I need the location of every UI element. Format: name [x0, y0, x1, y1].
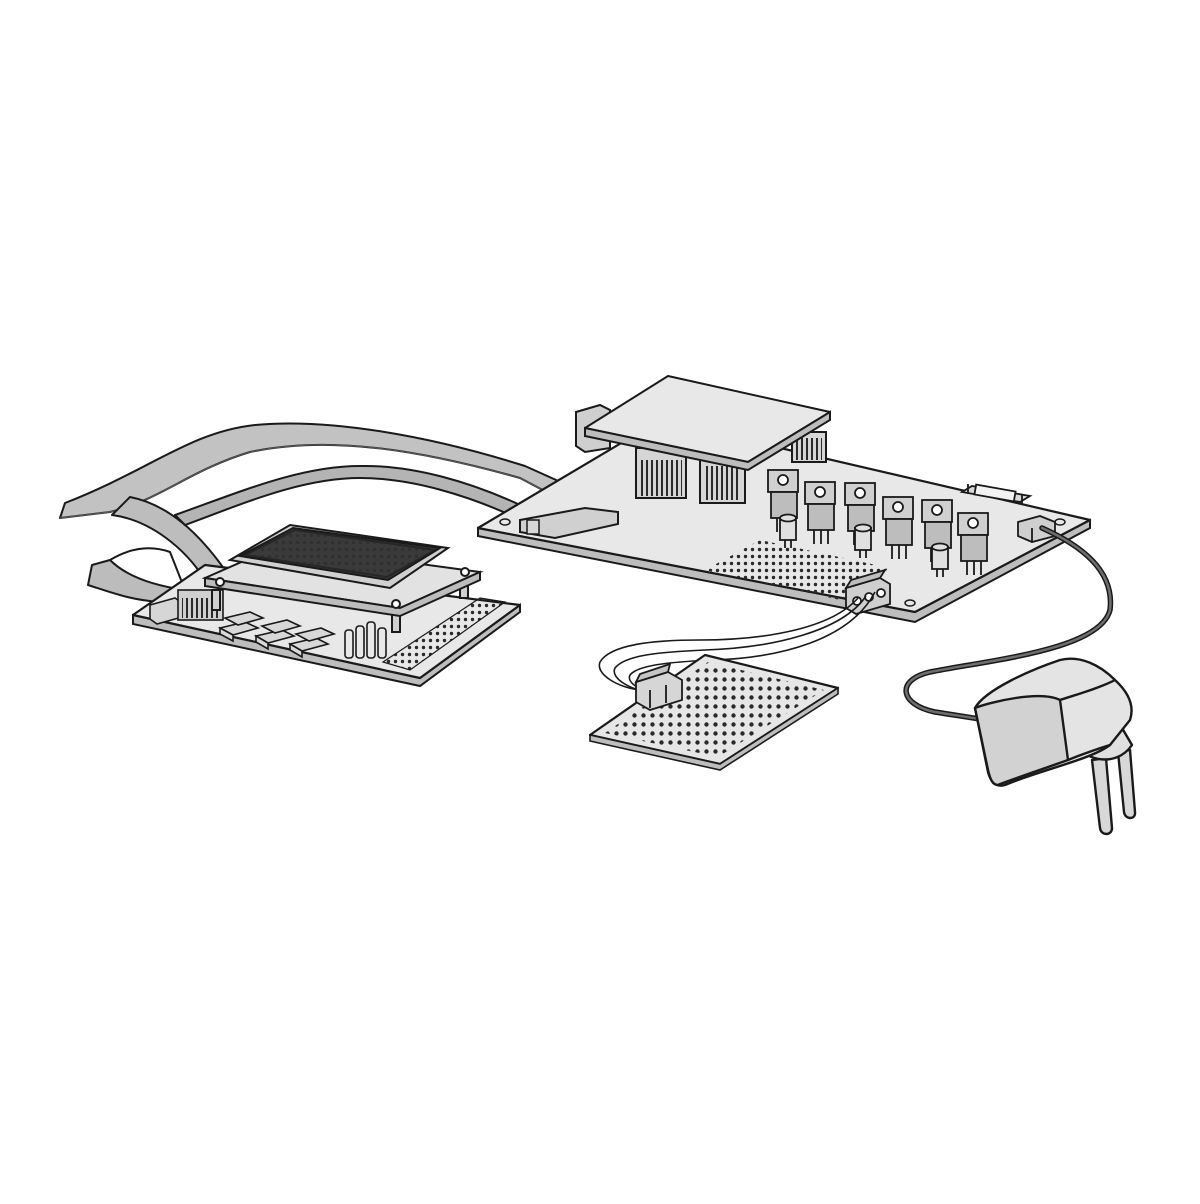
- smd-chips: [217, 611, 337, 659]
- standing-components: [344, 621, 387, 659]
- led-matrix-module: [201, 523, 484, 633]
- signal-wires: [598, 591, 876, 695]
- power-adapter: [973, 657, 1137, 836]
- perfboard: [588, 653, 840, 771]
- perfboard-terminal: [634, 662, 683, 711]
- capacitors: [779, 513, 949, 577]
- edge-pin-strip: [381, 597, 507, 671]
- main-controller-board: [476, 418, 1092, 624]
- terminal-block: [843, 568, 891, 615]
- display-board: [131, 523, 522, 688]
- mounting-hole: [499, 518, 511, 526]
- proto-hole-area: [705, 540, 890, 600]
- plug-prongs: [1090, 748, 1137, 836]
- mezzanine-board: [575, 375, 831, 504]
- power-transistors: [767, 469, 989, 575]
- mounting-hole: [904, 599, 916, 607]
- fuse-holder: [959, 483, 1033, 504]
